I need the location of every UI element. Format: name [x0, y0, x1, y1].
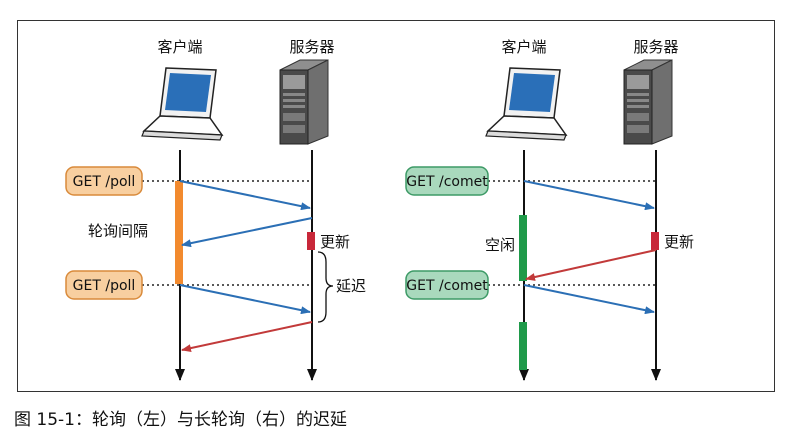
server-icon [279, 59, 329, 145]
left-response-arrow-2 [181, 321, 313, 353]
figure-frame [17, 20, 775, 392]
right-idle-label: 空闲 [485, 236, 515, 254]
left-update-label: 更新 [320, 233, 350, 251]
laptop-icon [485, 67, 568, 141]
right-request-tag-2: GET /comet [405, 270, 489, 300]
laptop-icon [141, 67, 224, 141]
right-update-marker [651, 232, 659, 250]
left-poll-interval-bar [175, 181, 183, 284]
right-idle-bar-2 [519, 322, 527, 370]
right-request-arrow-2 [523, 284, 655, 315]
right-request-arrow-1 [523, 180, 655, 211]
right-request-tag-1: GET /comet [405, 166, 489, 196]
left-update-marker [307, 232, 315, 250]
left-server-label: 服务器 [289, 38, 334, 56]
svg-text:GET /comet: GET /comet [406, 278, 488, 294]
left-client-label: 客户端 [157, 38, 202, 56]
svg-text:GET /comet: GET /comet [406, 174, 488, 190]
left-request-arrow-2 [179, 284, 311, 315]
right-response-arrow-1 [525, 249, 657, 281]
left-request-tag-2: GET /poll [65, 270, 143, 300]
right-client-label: 客户端 [501, 38, 546, 56]
right-idle-bar-1 [519, 215, 527, 281]
left-delay-brace [317, 251, 334, 323]
server-icon [623, 59, 673, 145]
svg-text:GET /poll: GET /poll [73, 174, 136, 190]
left-request-arrow-1 [179, 180, 311, 211]
figure-caption: 图 15-1：轮询（左）与长轮询（右）的迟延 [14, 410, 347, 430]
right-panel: 客户端 服务器 GET /come [405, 38, 694, 381]
left-interval-label: 轮询间隔 [88, 222, 148, 240]
right-server-label: 服务器 [633, 38, 678, 56]
left-request-tag-1: GET /poll [65, 166, 143, 196]
svg-text:GET /poll: GET /poll [73, 278, 136, 294]
right-update-label: 更新 [664, 233, 694, 251]
left-panel: 客户端 服务器 GET /poll [65, 38, 366, 381]
left-delay-label: 延迟 [336, 277, 366, 295]
left-response-arrow-1 [181, 217, 313, 248]
